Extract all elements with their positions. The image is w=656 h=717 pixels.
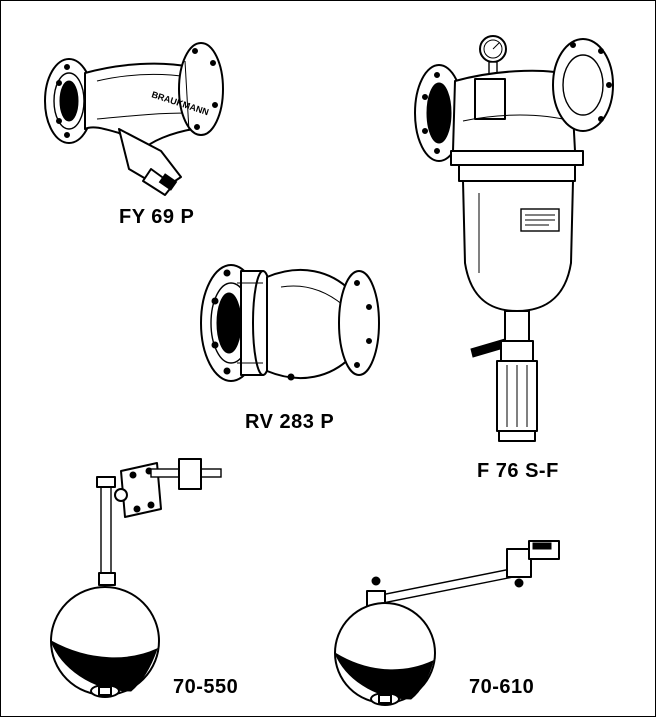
f76sf-filter-drawing <box>414 35 614 442</box>
fy69p-strainer-drawing <box>44 42 224 196</box>
rv283p-label: RV 283 P <box>245 411 335 433</box>
f76sf-label: F 76 S-F <box>477 460 559 482</box>
rv283p-valve-drawing <box>200 264 380 382</box>
fy69p-label: FY 69 P <box>119 206 195 228</box>
f70610-label: 70-610 <box>469 676 535 698</box>
f70550-float-valve-drawing <box>50 458 222 698</box>
f70610-float-valve-drawing <box>333 540 560 706</box>
f70550-label: 70-550 <box>173 676 239 698</box>
